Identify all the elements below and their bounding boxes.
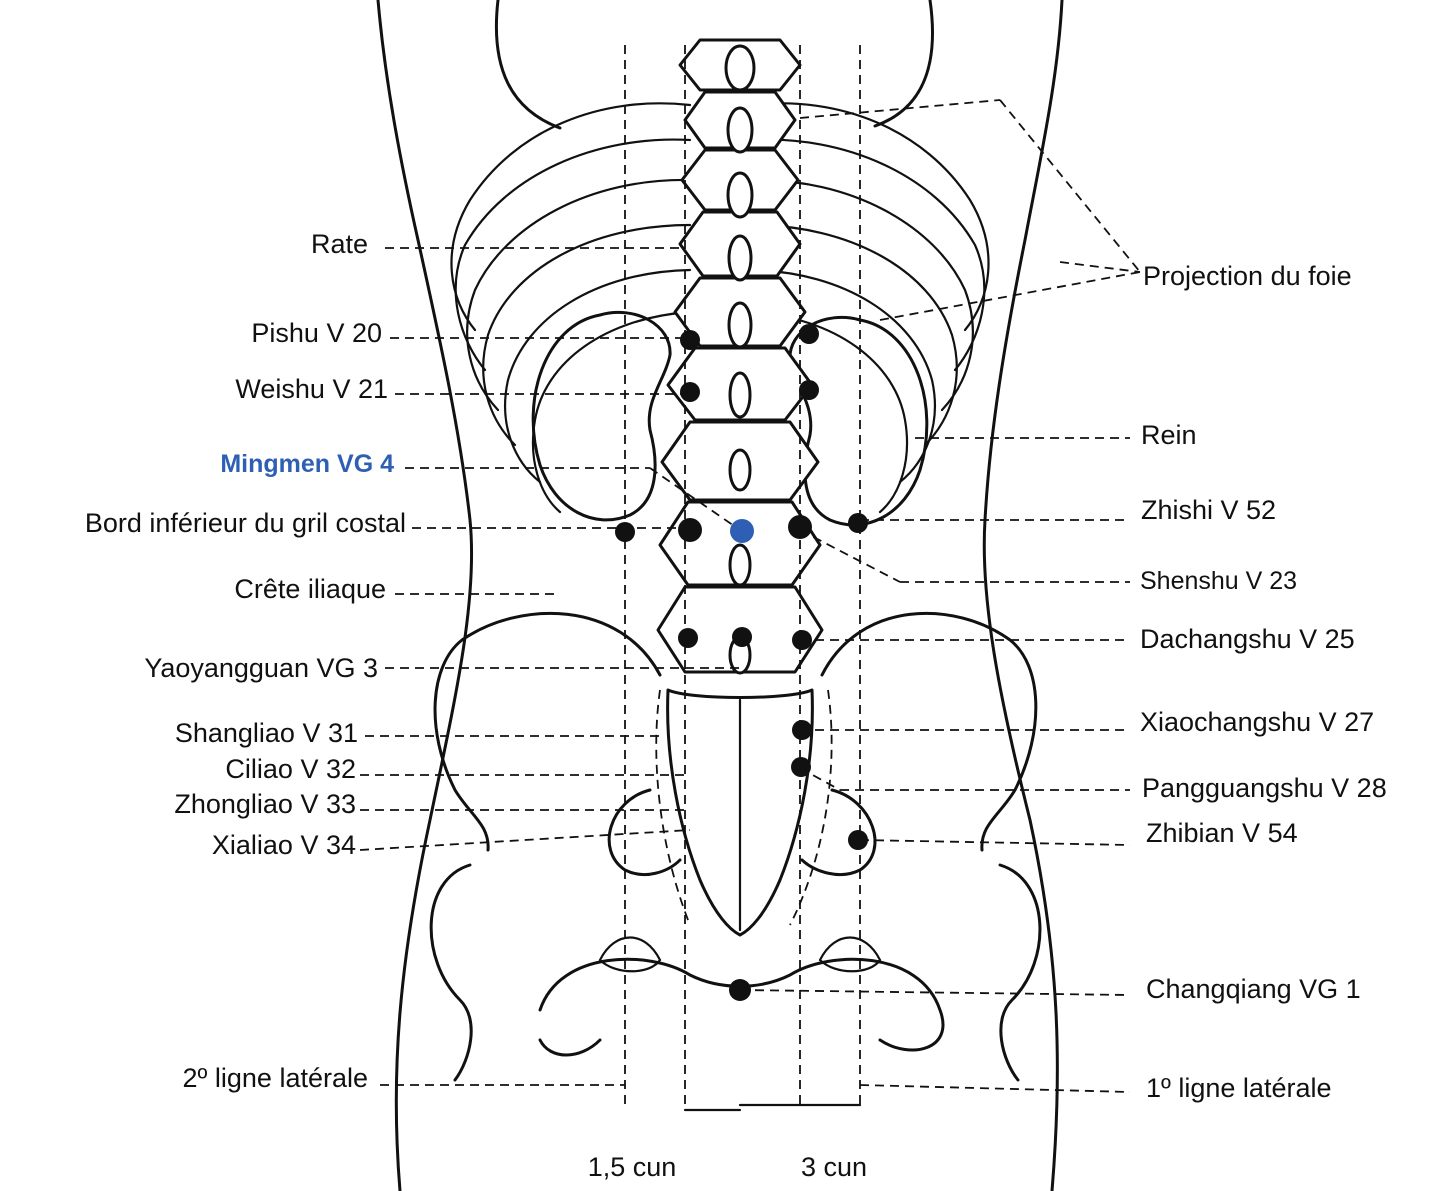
point-xiaochangshu [792,720,812,740]
label-pishu: Pishu V 20 [251,318,382,348]
label-shenshu: Shenshu V 23 [1140,567,1297,595]
spine [656,38,824,675]
rib-cage [450,102,990,514]
right-labels: Projection du foie Rein Zhishi V 52 Shen… [1140,261,1387,1103]
label-rein: Rein [1141,420,1197,450]
label-1-5-cun: 1,5 cun [588,1152,677,1182]
label-2-ligne-laterale: 2º ligne latérale [183,1063,368,1093]
point-zhishi-left [615,522,635,542]
point-yaoyangguan [732,627,752,647]
point-pangguangshu [791,757,811,777]
point-shenshu-left [678,518,702,542]
bottom-labels: 1,5 cun 3 cun [588,1152,867,1182]
point-zhibian [848,830,868,850]
label-projection-du-foie: Projection du foie [1143,261,1352,291]
label-shangliao: Shangliao V 31 [175,718,358,748]
label-ciliao: Ciliao V 32 [225,754,356,784]
label-xiaochangshu: Xiaochangshu V 27 [1140,707,1374,737]
point-weishu-left [680,382,700,402]
label-yaoyangguan: Yaoyangguan VG 3 [144,653,378,683]
label-zhibian: Zhibian V 54 [1146,818,1298,848]
left-labels: Rate Pishu V 20 Weishu V 21 Mingmen VG 4… [85,229,406,1093]
label-dachangshu: Dachangshu V 25 [1140,624,1355,654]
label-weishu: Weishu V 21 [235,374,388,404]
point-weishu-right [799,380,819,400]
leader-lines [359,99,1141,1093]
label-xialiao: Xialiao V 34 [212,830,356,860]
point-changqiang [729,979,751,1001]
point-zhishi-right [848,513,868,533]
label-zhishi: Zhishi V 52 [1141,495,1276,525]
label-1-ligne-laterale: 1º ligne latérale [1146,1073,1331,1103]
label-changqiang: Changqiang VG 1 [1146,974,1361,1004]
label-pangguangshu: Pangguangshu V 28 [1142,773,1387,803]
pelvis [429,611,1042,1082]
point-shenshu-right [788,515,812,539]
point-mingmen [730,519,754,543]
label-rate: Rate [311,229,368,259]
point-pishu-left [680,330,700,350]
label-crete-iliaque: Crête iliaque [234,574,386,604]
label-zhongliao: Zhongliao V 33 [174,789,356,819]
point-dachangshu-left [678,628,698,648]
label-mingmen: Mingmen VG 4 [220,450,394,478]
guide-lines [624,45,862,1112]
point-pishu-right [799,324,819,344]
body-outline [376,0,1064,1191]
label-3-cun: 3 cun [801,1152,867,1182]
point-dachangshu-right [792,630,812,650]
acupoints [615,324,868,1001]
label-bord-inferieur: Bord inférieur du gril costal [85,508,406,538]
